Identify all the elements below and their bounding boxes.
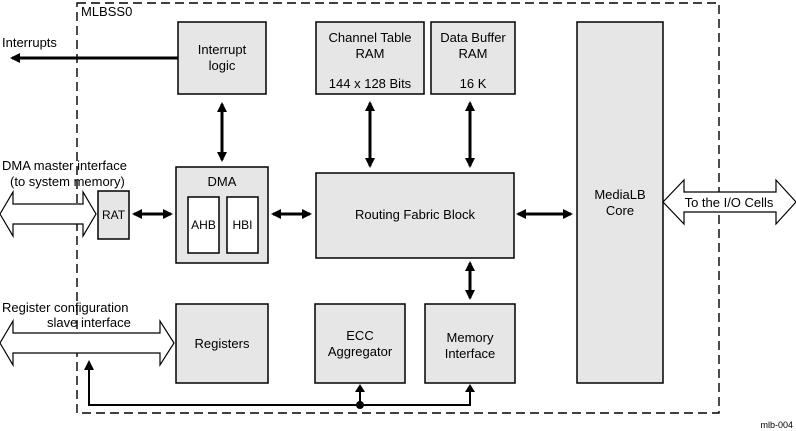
channel-table-ram-line2: RAM <box>356 46 385 61</box>
data-buffer-ram-line1: Data Buffer <box>440 30 506 45</box>
memory-interface-line2: Interface <box>445 346 496 361</box>
register-bus-line <box>88 368 471 406</box>
ahb-block <box>187 196 220 254</box>
dma-master-label-line1: DMA master interface <box>2 158 127 173</box>
dma-master-bus-arrow <box>0 189 97 239</box>
medialb-core-block <box>576 21 664 384</box>
io-cells-label: To the I/O Cells <box>685 195 774 210</box>
channel-table-ram-block <box>315 21 425 95</box>
interrupts-label: Interrupts <box>2 35 57 50</box>
ecc-aggregator-line2: Aggregator <box>328 344 393 359</box>
register-config-label-line1: Register configuration <box>2 300 128 315</box>
routing-fabric-label: Routing Fabric Block <box>355 207 475 222</box>
io-cells-bus-arrow <box>662 178 796 226</box>
data-buffer-ram-block <box>430 21 516 95</box>
register-bus-junction <box>356 401 364 409</box>
data-buffer-ram-size: 16 K <box>460 76 487 91</box>
hbi-label: HBI <box>232 218 252 232</box>
interrupt-logic-block <box>177 21 267 95</box>
hbi-block <box>226 196 259 254</box>
data-buffer-ram-line2: RAM <box>459 46 488 61</box>
register-bus-arrowhead-ecc <box>355 384 365 392</box>
register-bus-arrowhead-memory <box>465 384 475 392</box>
interrupt-logic-line1: Interrupt <box>198 42 247 57</box>
rat-label: RAT <box>102 208 126 222</box>
medialb-core-line1: MediaLB <box>594 187 645 202</box>
register-bus-arrowhead-left <box>84 360 94 370</box>
memory-interface-line1: Memory <box>447 330 494 345</box>
dma-label: DMA <box>208 174 237 189</box>
rat-block <box>97 190 130 240</box>
channel-table-ram-line1: Channel Table <box>329 30 412 45</box>
ahb-label: AHB <box>191 218 216 232</box>
registers-block <box>175 303 269 384</box>
figure-id: mlb-004 <box>760 420 793 430</box>
register-config-bus-arrow <box>0 318 175 368</box>
memory-interface-block <box>424 303 516 384</box>
register-config-label-line2: slave interface <box>47 315 131 330</box>
dma-master-label-line2: (to system memory) <box>10 174 125 189</box>
interrupt-logic-line2: logic <box>209 58 236 73</box>
medialb-core-line2: Core <box>606 203 634 218</box>
ecc-aggregator-line1: ECC <box>346 328 373 343</box>
ecc-aggregator-block <box>314 303 406 384</box>
subsystem-label: MLBSS0 <box>81 4 132 19</box>
routing-fabric-block <box>315 172 515 259</box>
channel-table-ram-size: 144 x 128 Bits <box>329 76 412 91</box>
registers-label: Registers <box>195 336 250 351</box>
